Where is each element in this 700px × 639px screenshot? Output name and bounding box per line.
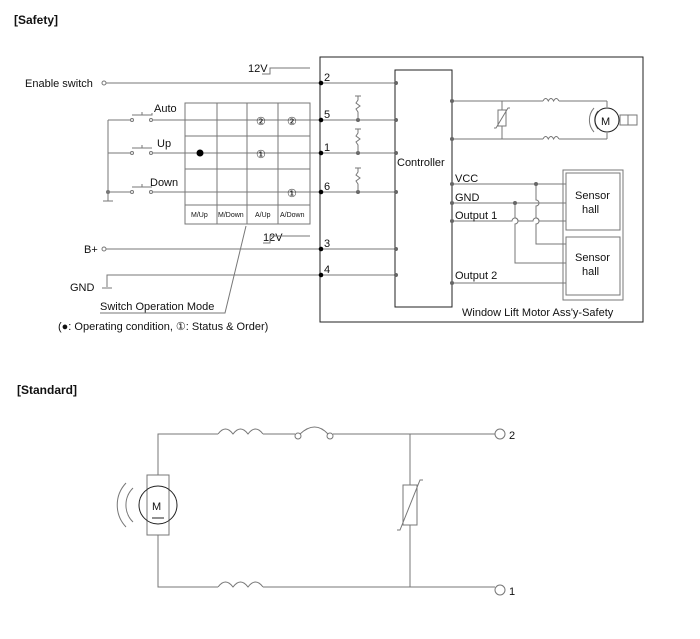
sensor-hall-2-line1: Sensor — [575, 252, 610, 264]
sensor-hall-1-line1: Sensor — [575, 190, 610, 202]
legend-text: (●: Operating condition, ①: Status & Ord… — [58, 321, 268, 333]
signal-gnd: GND — [455, 192, 480, 204]
motor-icon — [594, 107, 620, 133]
supply-12v-bottom: 12V — [263, 232, 283, 244]
pin-6: 6 — [324, 181, 330, 193]
sensor-hall-1-line2: hall — [582, 204, 599, 216]
standard-title: [Standard] — [17, 383, 77, 397]
controller-box — [394, 69, 453, 308]
assembly-box — [319, 56, 644, 323]
mark-auto-aup: ② — [256, 116, 266, 128]
auto-label: Auto — [154, 103, 177, 115]
assembly-label: Window Lift Motor Ass'y-Safety — [462, 307, 614, 319]
supply-12v-top: 12V — [248, 63, 268, 75]
gnd-label: GND — [70, 282, 95, 294]
pullup-resistors — [355, 95, 361, 192]
signal-output-1: Output 1 — [455, 210, 497, 222]
operating-condition-dot — [196, 149, 204, 157]
grid-col-adown: A/Down — [280, 212, 305, 219]
pin-2: 2 — [324, 72, 330, 84]
down-label: Down — [150, 177, 178, 189]
grid-col-aup: A/Up — [255, 212, 271, 219]
standard-motor-label: M — [152, 501, 161, 513]
terminal-1: 1 — [509, 586, 515, 598]
enable-switch-terminal — [101, 80, 107, 86]
signal-output-2: Output 2 — [455, 270, 497, 282]
grid-col-mdown: M/Down — [218, 212, 244, 219]
standard-motor-icon — [138, 485, 178, 525]
switch-operation-mode-label: Switch Operation Mode — [100, 301, 214, 313]
mark-up-aup: ① — [256, 149, 266, 161]
controller-label: Controller — [397, 157, 445, 169]
pin-5: 5 — [324, 109, 330, 121]
pin-4: 4 — [324, 264, 330, 276]
signal-vcc: VCC — [455, 173, 478, 185]
sensor-hall-2-line2: hall — [582, 266, 599, 278]
motor-label: M — [601, 116, 610, 128]
mark-auto-adown: ② — [287, 116, 297, 128]
standard-circuit — [116, 426, 506, 596]
b-plus-label: B+ — [84, 244, 98, 256]
pin-1: 1 — [324, 142, 330, 154]
pin-3: 3 — [324, 238, 330, 250]
switch-mode-grid — [184, 102, 311, 225]
safety-title: [Safety] — [14, 13, 58, 27]
up-label: Up — [157, 138, 171, 150]
enable-switch-label: Enable switch — [25, 78, 93, 90]
terminal-2: 2 — [509, 430, 515, 442]
mark-down-adown: ① — [287, 188, 297, 200]
grid-col-mup: M/Up — [191, 212, 208, 219]
